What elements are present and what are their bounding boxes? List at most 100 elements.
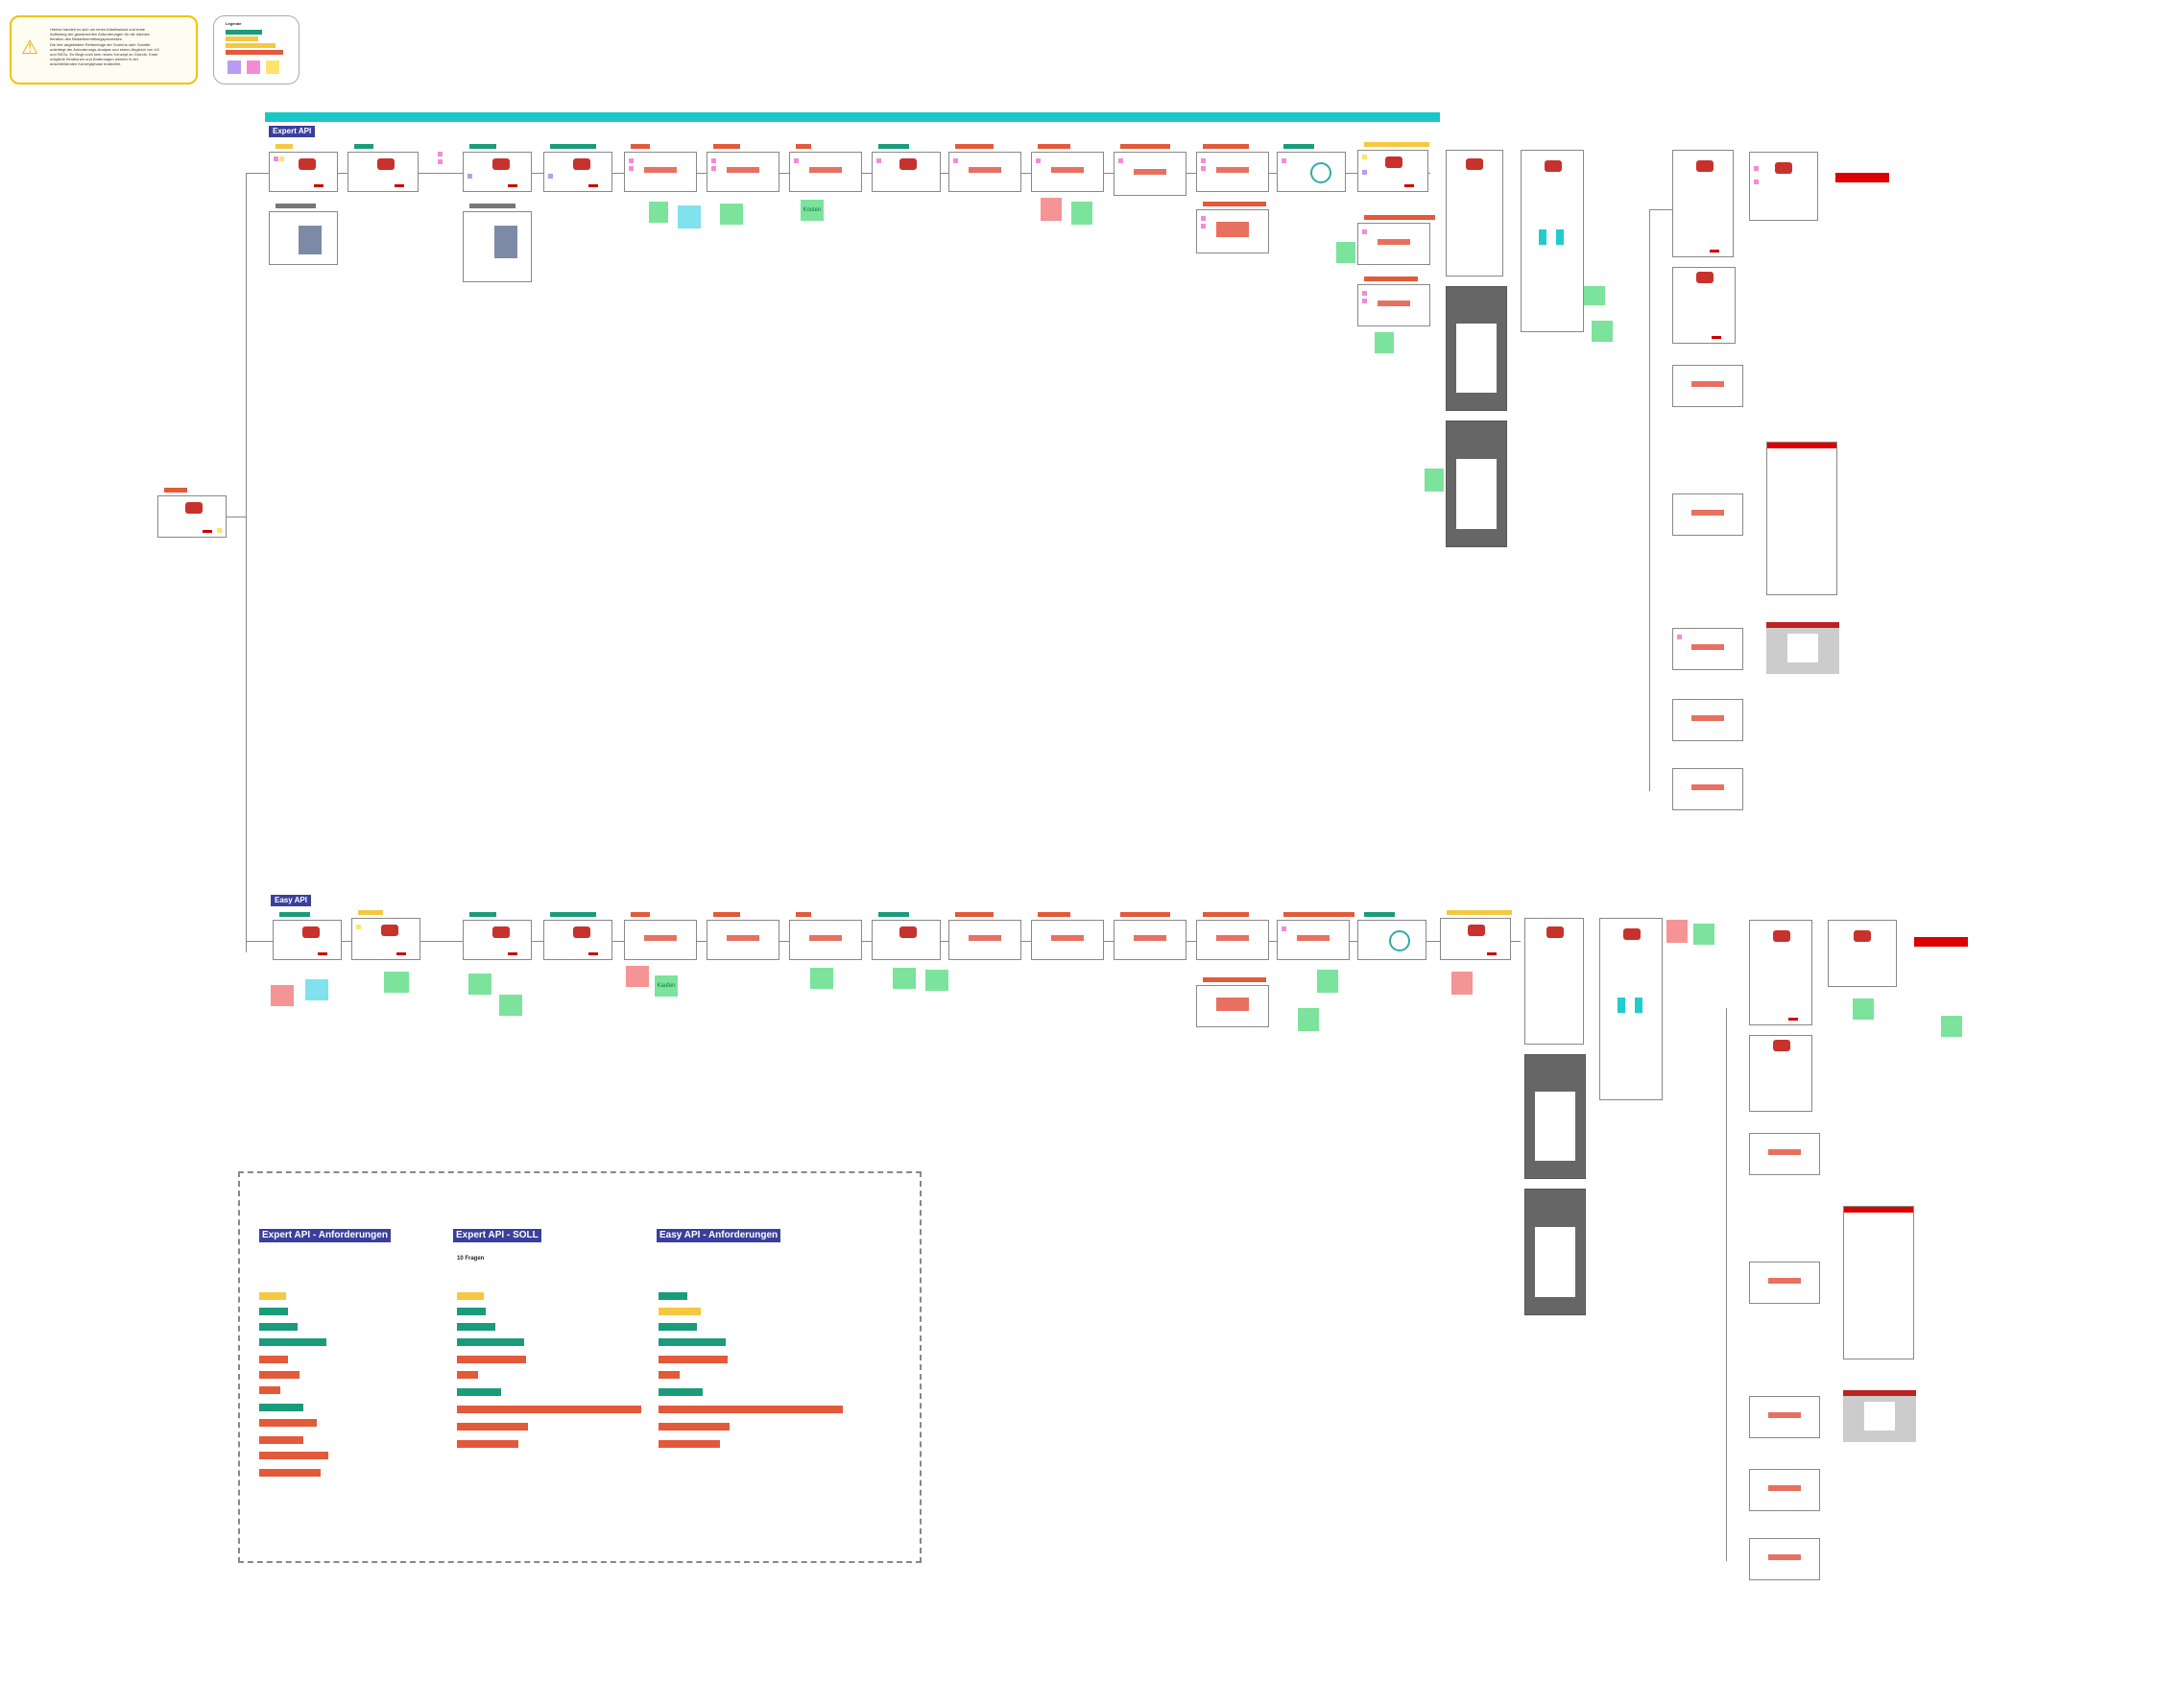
placeholder-block: [1691, 783, 1724, 790]
expert-option-4[interactable]: [1672, 699, 1743, 741]
expert-form-page[interactable]: [1672, 267, 1736, 344]
sticky-note: [953, 158, 958, 163]
warning-line: Iteration des Bedarfsermittlungsprozesse…: [50, 36, 123, 42]
requirement-tag: [659, 1440, 720, 1448]
expert-offer-page-2[interactable]: [1749, 152, 1818, 221]
easy-step-11[interactable]: [1114, 912, 1186, 960]
expert-map-screen-1[interactable]: [269, 204, 338, 265]
expert-sub-screen[interactable]: [1357, 277, 1430, 326]
easy-option-2[interactable]: [1749, 1262, 1820, 1304]
easy-step-4[interactable]: [543, 912, 612, 960]
easy-step-8[interactable]: [872, 912, 941, 960]
warning-line: anschließenden Konzeptphase erarbeitet.: [50, 61, 122, 67]
expert-step-8[interactable]: [872, 144, 941, 192]
expert-step-4[interactable]: [543, 144, 612, 192]
expert-result-page-2[interactable]: [1521, 150, 1584, 332]
placeholder-block: [727, 167, 759, 173]
easy-step-14[interactable]: [1357, 912, 1426, 960]
easy-step-6[interactable]: [707, 912, 779, 960]
requirement-tag: [259, 1292, 286, 1300]
expert-step-5[interactable]: [624, 144, 697, 192]
hero-image: [492, 926, 510, 938]
expert-option-3[interactable]: [1672, 628, 1743, 670]
chart-bar: [1539, 229, 1546, 245]
requirement-tag: [457, 1338, 524, 1346]
expert-long-page[interactable]: [1766, 442, 1837, 595]
easy-option-5[interactable]: [1749, 1538, 1820, 1580]
screen-tag: [878, 912, 909, 917]
easy-step-7[interactable]: [789, 912, 862, 960]
expert-option-5[interactable]: [1672, 768, 1743, 810]
cta-button[interactable]: [203, 530, 212, 533]
cta-button[interactable]: [1788, 1018, 1798, 1021]
expert-step-9[interactable]: [948, 144, 1021, 192]
cta-button[interactable]: [1712, 336, 1721, 339]
cta-button[interactable]: [314, 184, 324, 187]
easy-modal-screen-1[interactable]: [1524, 1054, 1586, 1179]
expert-step-11[interactable]: [1114, 144, 1186, 196]
expert-modal-screen-1[interactable]: [1446, 286, 1507, 411]
expert-option-2[interactable]: [1672, 493, 1743, 536]
placeholder-block: [644, 167, 677, 173]
expert-sub-screen[interactable]: [1196, 202, 1269, 253]
easy-step-2[interactable]: [351, 910, 420, 960]
cta-button[interactable]: [508, 184, 517, 187]
expert-step-2[interactable]: [348, 144, 419, 192]
easy-result-page[interactable]: [1524, 918, 1584, 1045]
cta-button[interactable]: [588, 952, 598, 955]
hero-image: [573, 926, 590, 938]
expert-step-7[interactable]: [789, 144, 862, 192]
expert-step-10[interactable]: [1031, 144, 1104, 192]
screen-tag: [796, 144, 811, 149]
expert-step-6[interactable]: [707, 144, 779, 192]
easy-step-15[interactable]: [1440, 910, 1512, 960]
placeholder-block: [727, 935, 759, 941]
easy-step-1[interactable]: [273, 912, 342, 960]
placeholder-block: [1216, 221, 1249, 237]
cta-button[interactable]: [395, 184, 404, 187]
cta-button[interactable]: [396, 952, 406, 955]
cta-button[interactable]: [588, 184, 598, 187]
screen-tag: [631, 912, 650, 917]
expert-modal-screen-2[interactable]: [1446, 421, 1507, 547]
easy-long-page[interactable]: [1843, 1206, 1914, 1359]
easy-step-9[interactable]: [948, 912, 1021, 960]
connector: [1726, 1008, 1727, 1561]
requirement-tag: [259, 1356, 288, 1363]
cta-button[interactable]: [508, 952, 517, 955]
expert-step-1[interactable]: [269, 144, 338, 192]
easy-sub-screen[interactable]: [1196, 977, 1269, 1027]
easy-modal-screen-2[interactable]: [1524, 1189, 1586, 1315]
cta-button[interactable]: [1710, 250, 1719, 253]
expert-option-1[interactable]: [1672, 365, 1743, 407]
easy-step-13[interactable]: [1277, 912, 1354, 960]
easy-option-4[interactable]: [1749, 1469, 1820, 1511]
easy-result-page-2[interactable]: [1599, 918, 1663, 1100]
cta-button[interactable]: [318, 952, 327, 955]
expert-step-12[interactable]: [1196, 144, 1269, 192]
placeholder-block: [1768, 1277, 1801, 1284]
easy-step-10[interactable]: [1031, 912, 1104, 960]
requirement-tag: [687, 1356, 728, 1363]
cta-button[interactable]: [1404, 184, 1414, 187]
easy-option-3[interactable]: [1749, 1396, 1820, 1438]
expert-result-page[interactable]: [1446, 150, 1503, 277]
easy-offer-page-2[interactable]: [1828, 920, 1897, 987]
easy-step-12[interactable]: [1196, 912, 1269, 960]
easy-step-5[interactable]: [624, 912, 697, 960]
expert-offer-page[interactable]: [1672, 150, 1734, 257]
expert-step-13[interactable]: [1277, 144, 1346, 192]
expert-step-3[interactable]: [463, 144, 532, 192]
expert-map-screen-2[interactable]: [463, 204, 532, 282]
expert-sub-screen[interactable]: [1357, 215, 1435, 265]
easy-option-1[interactable]: [1749, 1133, 1820, 1175]
easy-offer-page[interactable]: [1749, 920, 1812, 1025]
easy-step-3[interactable]: [463, 912, 532, 960]
hero-image: [299, 158, 316, 170]
sticky-note: [1201, 166, 1206, 171]
expert-step-14[interactable]: [1357, 142, 1429, 192]
start-screen[interactable]: [157, 488, 227, 538]
cta-button[interactable]: [1487, 952, 1497, 955]
placeholder-block: [969, 935, 1001, 941]
easy-form-page[interactable]: [1749, 1035, 1812, 1112]
